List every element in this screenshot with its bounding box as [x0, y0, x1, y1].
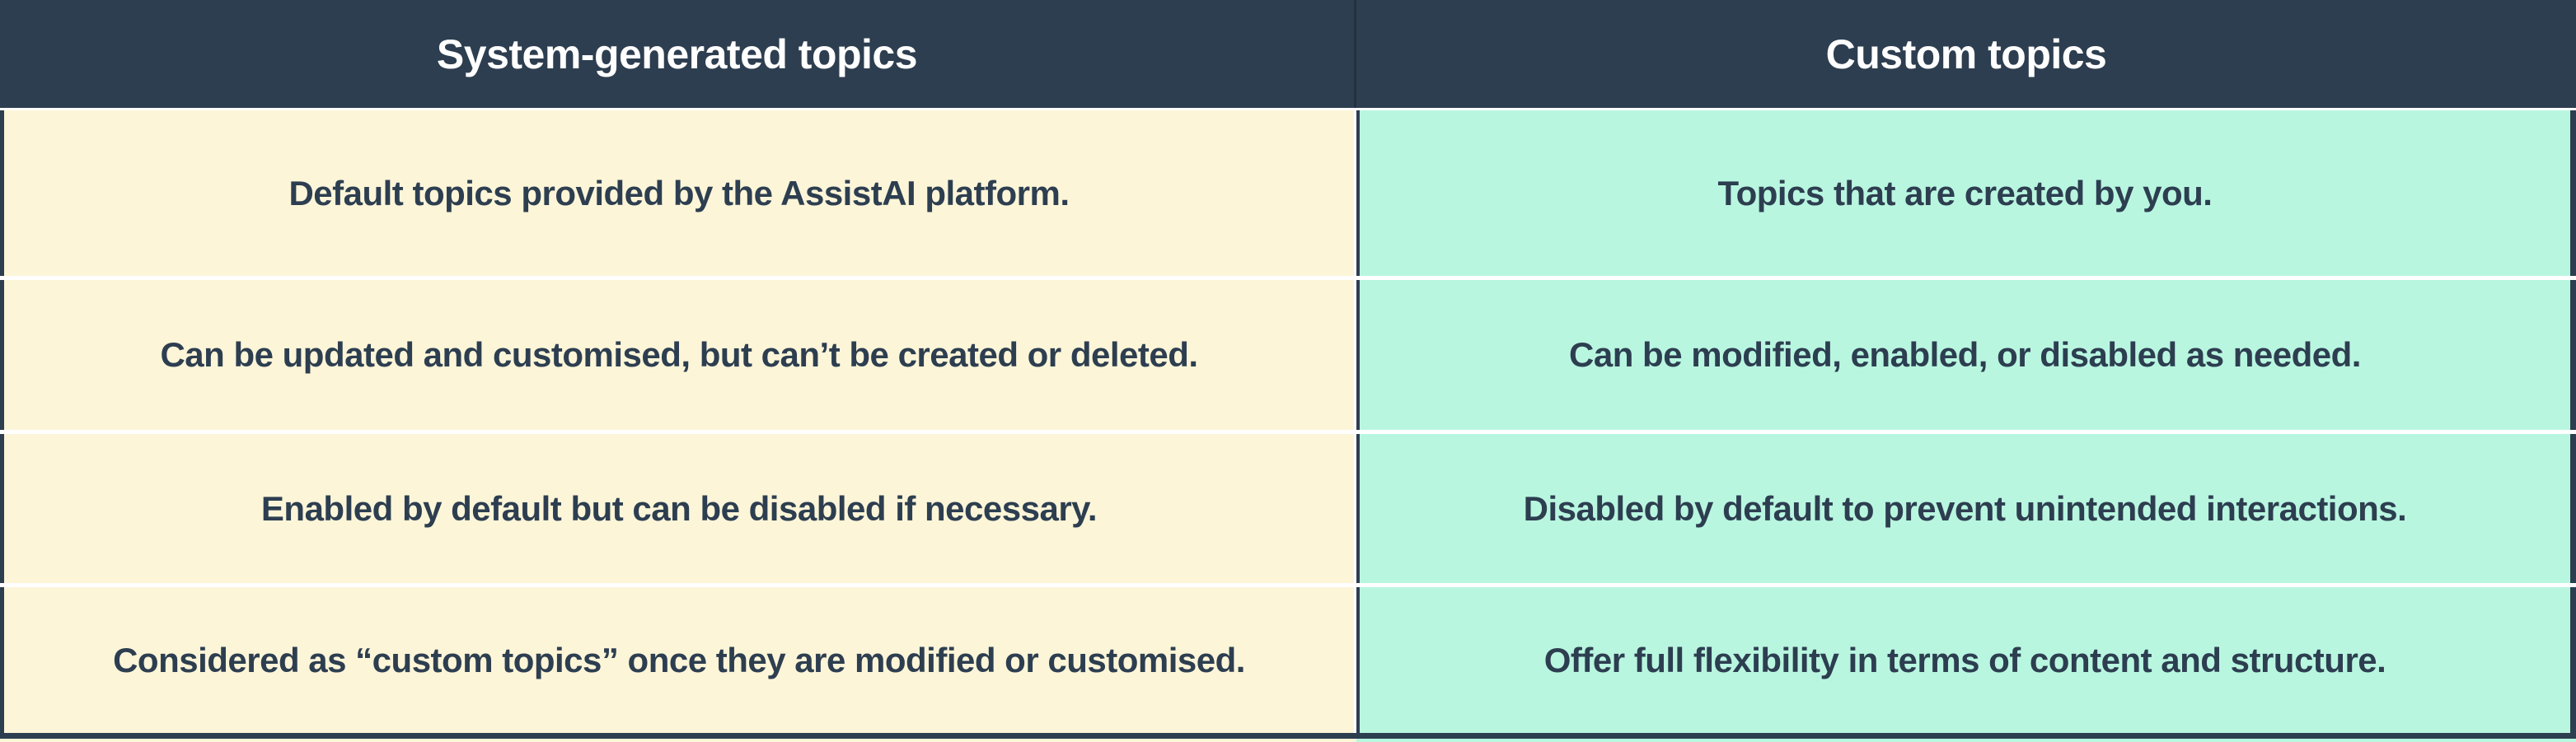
cell-system-generated: Can be updated and customised, but can’t… [0, 280, 1356, 430]
cell-system-generated: Default topics provided by the AssistAI … [0, 110, 1356, 276]
cell-custom: Topics that are created by you. [1356, 110, 2576, 276]
table-row: Can be updated and customised, but can’t… [0, 276, 2576, 430]
column-header-custom-topics: Custom topics [1356, 0, 2576, 108]
table-header-row: System-generated topics Custom topics [0, 0, 2576, 108]
column-header-system-generated-topics: System-generated topics [0, 0, 1356, 108]
cutoff-sliver-custom [1356, 739, 2576, 742]
cell-custom: Disabled by default to prevent unintende… [1356, 434, 2576, 583]
table-row: Enabled by default but can be disabled i… [0, 430, 2576, 583]
cutoff-sliver-system [0, 739, 1356, 742]
cell-system-generated: Enabled by default but can be disabled i… [0, 434, 1356, 583]
cell-system-generated: Considered as “custom topics” once they … [0, 587, 1356, 733]
cell-custom: Can be modified, enabled, or disabled as… [1356, 280, 2576, 430]
table-body: Default topics provided by the AssistAI … [0, 110, 2576, 733]
cutoff-row-sliver [0, 739, 2576, 742]
table-row: Default topics provided by the AssistAI … [0, 110, 2576, 276]
column-header-label: System-generated topics [436, 30, 918, 77]
header-separator [0, 108, 2576, 110]
cell-custom: Offer full flexibility in terms of conte… [1356, 587, 2576, 733]
table-bottom-border [0, 733, 2576, 739]
column-header-label: Custom topics [1825, 30, 2107, 77]
table-row: Considered as “custom topics” once they … [0, 583, 2576, 733]
